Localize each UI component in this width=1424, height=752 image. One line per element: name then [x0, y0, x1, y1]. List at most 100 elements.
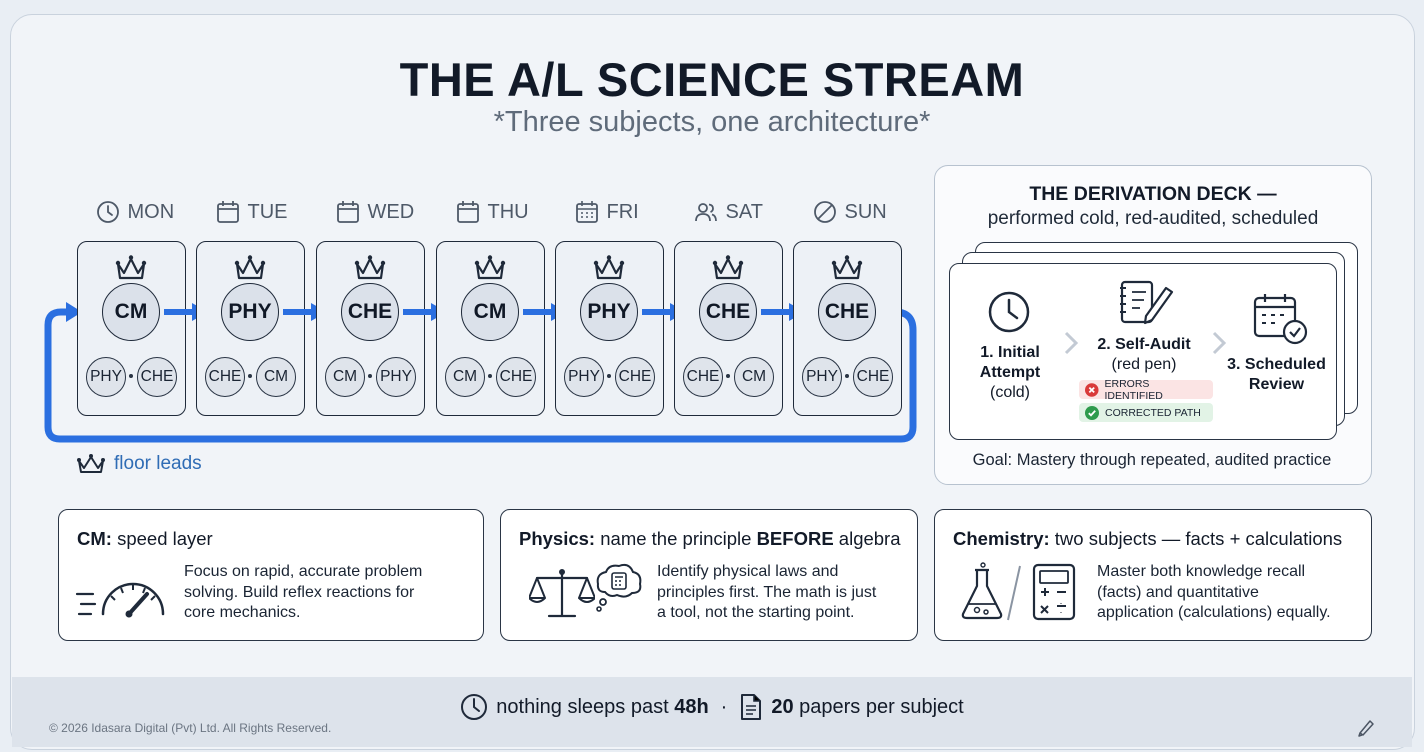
calendar-icon	[456, 201, 479, 223]
support-subject: PHY	[802, 357, 842, 397]
calendar-icon	[336, 201, 359, 223]
separator-dot	[248, 374, 252, 378]
cm-card-line: Focus on rapid, accurate problem	[184, 563, 423, 580]
separator-dot	[607, 374, 611, 378]
crown-icon	[234, 255, 266, 280]
step-initial-attempt: 1. Initial Attempt (cold)	[962, 343, 1058, 403]
lead-subject: CHE	[699, 283, 757, 341]
physics-card-line: a tool, not the starting point.	[657, 604, 855, 621]
support-subject: CHE	[137, 357, 177, 397]
day-name: SAT	[725, 200, 763, 223]
separator-dot	[129, 374, 133, 378]
separator-dot	[368, 374, 372, 378]
footer-summary: nothing sleeps past 48h · 20 papers per …	[0, 692, 1424, 722]
deck-goal: Goal: Mastery through repeated, audited …	[972, 451, 1332, 469]
day-label-sun: SUN	[813, 199, 887, 225]
step-self-audit: 2. Self-Audit (red pen)	[1084, 335, 1204, 375]
floor-leads-label: floor leads	[114, 453, 202, 474]
lead-subject: CM	[461, 283, 519, 341]
support-subject: CHE	[205, 357, 245, 397]
day-name: THU	[487, 200, 529, 223]
support-subject: CHE	[683, 357, 723, 397]
crown-icon	[593, 255, 625, 280]
chemistry-card: Chemistry: two subjects — facts + calcul…	[934, 509, 1372, 641]
physics-card-title: name the principle	[595, 528, 757, 549]
support-subject: CM	[325, 357, 365, 397]
calendar-check-icon	[1253, 294, 1308, 345]
cm-card-body: Focus on rapid, accurate problem solving…	[184, 562, 422, 624]
footer-papers-label: papers per subject	[793, 695, 964, 718]
footer-papers-value: 20	[771, 695, 794, 718]
step1-title-2: Attempt	[979, 364, 1041, 381]
crown-icon	[712, 255, 744, 280]
step2-title: 2. Self-Audit	[1097, 336, 1191, 353]
support-subject: PHY	[564, 357, 604, 397]
lead-subject: CM	[102, 283, 160, 341]
chevron-right-icon	[1212, 331, 1227, 355]
clock-icon	[461, 694, 488, 720]
day-label-wed: WED	[336, 199, 415, 225]
footer-band	[12, 677, 1412, 747]
footer-sleep-label: nothing sleeps past	[496, 695, 675, 718]
chemistry-card-line: (facts) and quantitative	[1097, 583, 1259, 601]
crown-icon	[831, 255, 863, 280]
flask-icon	[961, 562, 1003, 620]
document-icon	[741, 694, 762, 720]
chemistry-card-line: Master both knowledge recall	[1097, 563, 1306, 580]
step1-note: (cold)	[989, 384, 1030, 401]
calculator-icon	[1032, 563, 1076, 621]
crown-icon	[77, 454, 105, 473]
day-label-tue: TUE	[216, 199, 288, 225]
support-subject: PHY	[86, 357, 126, 397]
crown-icon	[474, 255, 506, 280]
chemistry-card-name: Chemistry:	[953, 528, 1050, 549]
physics-card-title-bold: BEFORE	[756, 528, 834, 549]
page-subtitle: *Three subjects, one architecture*	[493, 106, 931, 138]
page-title: THE A/L SCIENCE STREAM	[399, 53, 1025, 106]
calendar-icon	[216, 201, 239, 223]
divider-slash	[1007, 565, 1021, 621]
physics-card-title-end: algebra	[833, 528, 901, 549]
support-subject: CM	[734, 357, 774, 397]
step3-title: 3. Scheduled	[1227, 356, 1326, 373]
cm-card-title: speed layer	[111, 528, 213, 549]
x-circle-icon	[1085, 382, 1099, 397]
support-subject: CM	[256, 357, 296, 397]
thought-calculator-icon	[596, 563, 642, 612]
lead-subject: CHE	[818, 283, 876, 341]
support-subject: CHE	[853, 357, 893, 397]
chemistry-card-title: two subjects — facts + calculations	[1049, 528, 1343, 549]
deck-subtitle: performed cold, red-audited, scheduled	[987, 208, 1319, 229]
support-subject: CM	[445, 357, 485, 397]
day-name: FRI	[606, 200, 639, 223]
chemistry-card-heading: Chemistry: two subjects — facts + calcul…	[953, 528, 1342, 550]
notebook-pen-icon	[1120, 280, 1174, 325]
errors-identified-label: ERRORS IDENTIFIED	[1104, 377, 1163, 402]
day-card-wed: CHE CM PHY	[316, 241, 425, 416]
day-card-mon: CM PHY CHE	[77, 241, 186, 416]
support-subject: PHY	[376, 357, 416, 397]
calendar-grid-icon	[575, 201, 598, 223]
clock-icon	[96, 201, 119, 223]
deck-title: THE DERIVATION DECK —	[1029, 183, 1277, 205]
day-name: WED	[367, 200, 415, 223]
lead-subject: PHY	[580, 283, 638, 341]
cm-card-line: core mechanics.	[184, 604, 301, 621]
footer-papers-text: 20 papers per subject	[771, 696, 963, 719]
cm-card-line: solving. Build reflex reactions for	[184, 583, 415, 601]
no-entry-icon	[813, 201, 836, 223]
cm-card-name: CM:	[77, 528, 112, 549]
chevron-right-icon	[1064, 331, 1079, 355]
day-name: SUN	[844, 200, 887, 223]
step2-note: (red pen)	[1111, 356, 1177, 373]
crown-icon	[354, 255, 386, 280]
lead-subject: CHE	[341, 283, 399, 341]
physics-card-line: Identify physical laws and	[657, 563, 839, 580]
separator-dot	[726, 374, 730, 378]
day-name: MON	[127, 200, 175, 223]
day-card-sat: CHE CHE CM	[674, 241, 783, 416]
footer-sleep-text: nothing sleeps past 48h	[496, 696, 708, 719]
